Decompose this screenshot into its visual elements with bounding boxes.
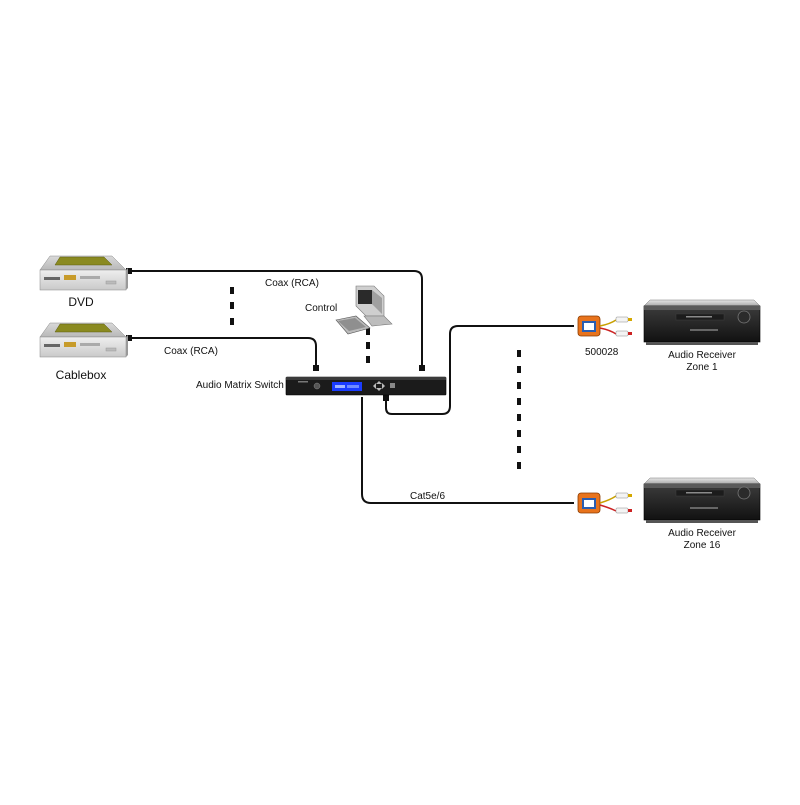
cat5-label: Cat5e/6 (410, 491, 446, 502)
receiver-zone16-label: Audio Receiver Zone 16 (668, 528, 736, 552)
adapter-part-label: 500028 (585, 347, 619, 358)
connector-cablebox-out (126, 335, 132, 341)
receiver-zone1-label: Audio Receiver Zone 1 (668, 350, 736, 374)
cable-switch-to-zone1 (385, 325, 574, 415)
connector-dvd-out (126, 268, 132, 274)
cablebox-icon (39, 322, 128, 358)
ellipsis-sources (230, 287, 234, 325)
connector-switch-zone-out (383, 395, 389, 401)
receiver-zone1-line2: Zone 1 (686, 362, 718, 373)
computer-icon (335, 285, 393, 335)
audio-matrix-switch-icon (285, 376, 447, 396)
audio-receiver-zone1-icon (643, 299, 761, 345)
adapter-500028-zone16-icon (577, 492, 632, 514)
cable-switch-to-zone16 (361, 397, 574, 504)
ellipsis-zones (517, 350, 521, 469)
cable-dvd-to-switch (130, 270, 423, 367)
coax-dvd-label: Coax (RCA) (265, 278, 319, 289)
audio-receiver-zone16-icon (643, 477, 761, 523)
connector-switch-coax-1 (419, 365, 425, 371)
adapter-500028-zone1-icon (577, 315, 632, 337)
receiver-zone16-line2: Zone 16 (683, 540, 721, 551)
dvd-player-icon (39, 255, 128, 291)
cable-cablebox-to-switch (130, 337, 317, 367)
cablebox-label: Cablebox (55, 368, 107, 382)
coax-cablebox-label: Coax (RCA) (164, 346, 218, 357)
receiver-zone16-line1: Audio Receiver (668, 528, 736, 539)
ellipsis-control (366, 328, 370, 363)
receiver-zone1-line1: Audio Receiver (668, 350, 736, 361)
switch-label: Audio Matrix Switch (196, 380, 284, 391)
dvd-label: DVD (68, 295, 94, 309)
control-label: Control (305, 303, 338, 314)
connector-switch-coax-2 (313, 365, 319, 371)
